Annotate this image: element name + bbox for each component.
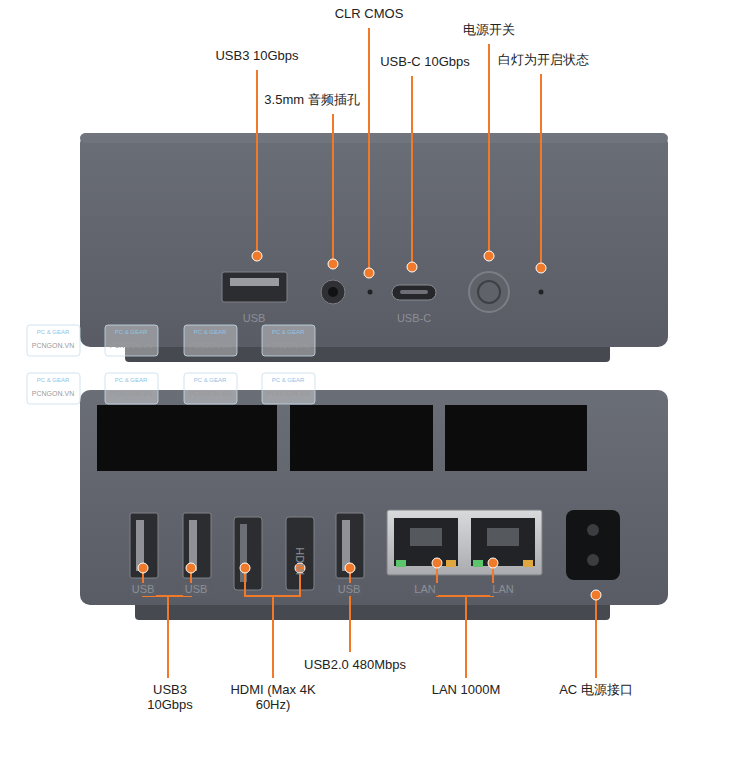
callout-label: USB3 10Gbps [215,49,298,64]
callout-label: USB2.0 480Mbps [304,658,406,673]
callout-label: USB3 10Gbps [140,683,200,713]
port-label: LAN [412,583,437,596]
watermark: PCNGON.VN [267,390,309,398]
callout-label: CLR CMOS [335,7,404,22]
watermark: PC & GEAR [37,329,70,336]
watermark: PC & GEAR [272,377,305,384]
callout-label: HDMI (Max 4K 60Hz) [223,683,323,713]
watermark: PCNGON.VN [189,390,231,398]
port-label: USB-C [397,312,431,325]
callout-label: AC 电源接口 [559,683,633,698]
callout-label: LAN 1000M [432,683,501,698]
watermark: PC & GEAR [115,377,148,384]
port-label: LAN [490,583,515,596]
port-label: USB [243,312,266,325]
watermark: PC & GEAR [194,377,227,384]
leader-lines [143,28,596,678]
callout-label: USB-C 10Gbps [380,55,470,70]
watermark: PCNGON.VN [189,342,231,350]
port-label: USB [130,583,157,596]
watermark: PC & GEAR [115,329,148,336]
port-label: USB [336,583,363,596]
callout-label: 电源开关 [463,23,515,38]
watermark: PC & GEAR [272,329,305,336]
watermark: PCNGON.VN [267,342,309,350]
callout-dots [138,251,601,600]
callout-label: 白灯为开启状态 [498,53,589,68]
watermark: PCNGON.VN [32,390,74,398]
watermark: PCNGON.VN [32,342,74,350]
watermark: PCNGON.VN [110,342,152,350]
watermark: PC & GEAR [37,377,70,384]
watermark-boxes [27,325,315,404]
callout-label: 3.5mm 音频插孔 [264,93,359,108]
watermark: PCNGON.VN [110,390,152,398]
port-label: HDMI [294,547,307,575]
watermark: PC & GEAR [194,329,227,336]
port-label: USB [183,583,210,596]
front-panel [80,133,668,362]
rear-panel [80,390,668,620]
